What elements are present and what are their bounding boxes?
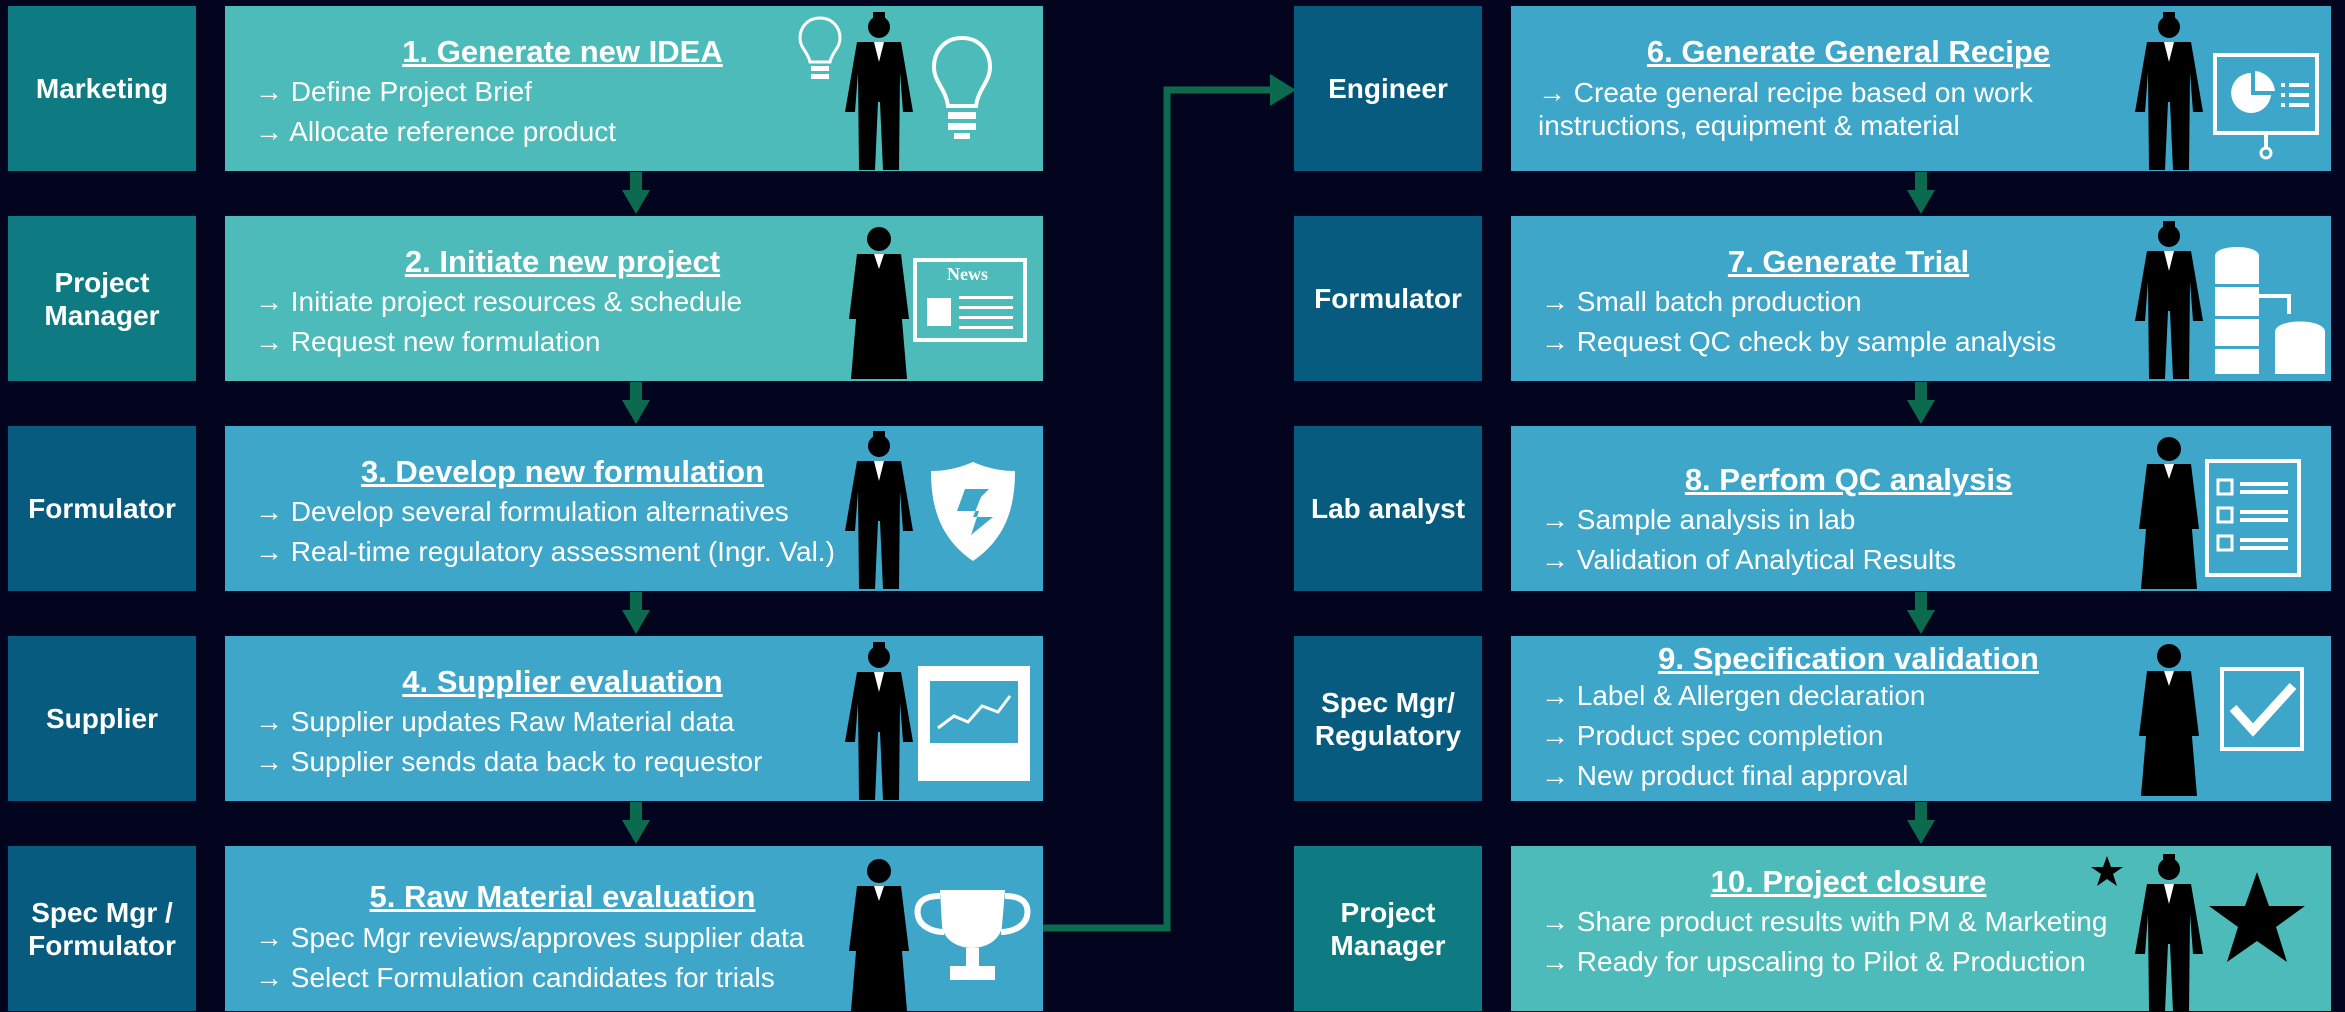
step-9-box: 9. Specification validation → Label & Al…	[1511, 636, 2331, 801]
step-10-box: 10. Project closure → Share product resu…	[1511, 846, 2331, 1012]
step-line: → Label & Allergen declaration	[1541, 680, 1926, 711]
step-line: → Supplier sends data back to requestor	[255, 746, 763, 777]
step-7-box: 7. Generate Trial → Small batch producti…	[1511, 216, 2331, 381]
role-formulator: Formulator	[8, 426, 196, 591]
step-2-box: 2. Initiate new project → Initiate proje…	[225, 216, 1043, 381]
news-icon-label: News	[947, 264, 988, 284]
step-line: → Develop several formulation alternativ…	[255, 496, 789, 527]
step-line: → Create general recipe based on work	[1538, 77, 2033, 108]
role-label: Spec Mgr/ Regulatory	[1314, 686, 1462, 751]
step-5-box: 5. Raw Material evaluation → Spec Mgr re…	[225, 846, 1043, 1011]
step-3-box: 3. Develop new formulation → Develop sev…	[225, 426, 1043, 591]
step-line: → Share product results with PM & Market…	[1541, 906, 2108, 937]
role-label: Lab analyst	[1310, 493, 1466, 524]
role-label: Spec Mgr / Formulator	[28, 896, 176, 961]
role-project-manager: Project Manager	[8, 216, 196, 381]
checkmark-icon	[2220, 667, 2304, 751]
star-icon	[2209, 872, 2305, 962]
step-1-box: 1. Generate new IDEA → Define Project Br…	[225, 6, 1043, 171]
step-title: 10. Project closure	[1710, 864, 1987, 899]
role-label: Engineer	[1328, 73, 1448, 104]
line-chart-icon	[918, 666, 1030, 781]
role-label: Formulator	[1314, 283, 1462, 314]
step-line: → Real-time regulatory assessment (Ingr.…	[255, 536, 835, 567]
step-title: 4. Supplier evaluation	[402, 664, 723, 699]
step-line: → Sample analysis in lab	[1541, 504, 1856, 535]
left-down-arrows	[622, 172, 650, 844]
right-down-arrows	[1907, 172, 1935, 844]
step-6-box: 6. Generate General Recipe → Create gene…	[1511, 6, 2331, 171]
step-line: → Select Formulation candidates for tria…	[255, 962, 775, 993]
woman-person-icon	[849, 227, 909, 379]
role-label: Marketing	[35, 73, 169, 104]
step-line: → Allocate reference product	[255, 116, 617, 147]
step-title: 7. Generate Trial	[1727, 244, 1970, 279]
man-person-icon	[845, 431, 913, 589]
man-person-icon	[845, 642, 913, 800]
lightbulb-icon	[931, 35, 993, 139]
role-label: Project Manager	[44, 266, 160, 331]
role-engineer: Engineer	[1294, 6, 1482, 171]
role-formulator-2: Formulator	[1294, 216, 1482, 381]
man-person-icon	[845, 12, 913, 170]
man-person-icon	[2135, 221, 2203, 379]
role-label: Supplier	[45, 703, 158, 734]
elbow-connector	[1043, 86, 1275, 932]
step-line: → Define Project Brief	[255, 76, 532, 107]
news-icon: News	[913, 258, 1027, 342]
step-line: → Product spec completion	[1541, 720, 1884, 751]
step-line: → Small batch production	[1541, 286, 1862, 317]
step-title: 1. Generate new IDEA	[402, 34, 723, 69]
small-star-icon	[2091, 856, 2123, 886]
woman-person-icon	[2139, 437, 2199, 589]
role-label: Project Manager	[1330, 896, 1446, 961]
step-title: 8. Perfom QC analysis	[1684, 462, 2013, 497]
role-marketing: Marketing	[8, 6, 196, 171]
role-supplier: Supplier	[8, 636, 196, 801]
man-person-icon	[2135, 12, 2203, 170]
step-line: → Spec Mgr reviews/approves supplier dat…	[255, 922, 805, 953]
woman-person-icon	[2139, 644, 2199, 796]
step-8-box: 8. Perfom QC analysis → Sample analysis …	[1511, 426, 2331, 591]
checklist-icon	[2205, 459, 2301, 577]
step-line: → Initiate project resources & schedule	[255, 286, 743, 317]
role-spec-mgr-formulator: Spec Mgr / Formulator	[8, 846, 196, 1011]
shield-icon	[931, 462, 1015, 561]
step-title: 9. Specification validation	[1658, 641, 2039, 676]
woman-person-icon	[849, 859, 909, 1011]
lightbulb-icon	[798, 16, 842, 79]
step-line: → Validation of Analytical Results	[1541, 544, 1957, 575]
step-title: 6. Generate General Recipe	[1646, 34, 2051, 69]
step-line: → New product final approval	[1541, 760, 1909, 791]
step-4-box: 4. Supplier evaluation → Supplier update…	[225, 636, 1043, 801]
trophy-icon	[914, 890, 1031, 980]
step-line: → Supplier updates Raw Material data	[255, 706, 735, 737]
man-person-icon	[2135, 854, 2203, 1012]
tanks-icon	[2215, 247, 2325, 374]
step-line: instructions, equipment & material	[1538, 110, 1960, 141]
step-title: 3. Develop new formulation	[360, 454, 765, 489]
step-line: → Request QC check by sample analysis	[1541, 326, 2057, 357]
role-lab-analyst: Lab analyst	[1294, 426, 1482, 591]
role-label: Formulator	[28, 493, 176, 524]
role-spec-mgr-regulatory: Spec Mgr/ Regulatory	[1294, 636, 1482, 801]
step-line: → Request new formulation	[255, 326, 601, 357]
presentation-icon	[2213, 53, 2319, 160]
step-line: → Ready for upscaling to Pilot & Product…	[1541, 946, 2086, 977]
role-project-manager-2: Project Manager	[1294, 846, 1482, 1011]
step-title: 5. Raw Material evaluation	[369, 879, 756, 914]
step-title: 2. Initiate new project	[404, 244, 721, 279]
